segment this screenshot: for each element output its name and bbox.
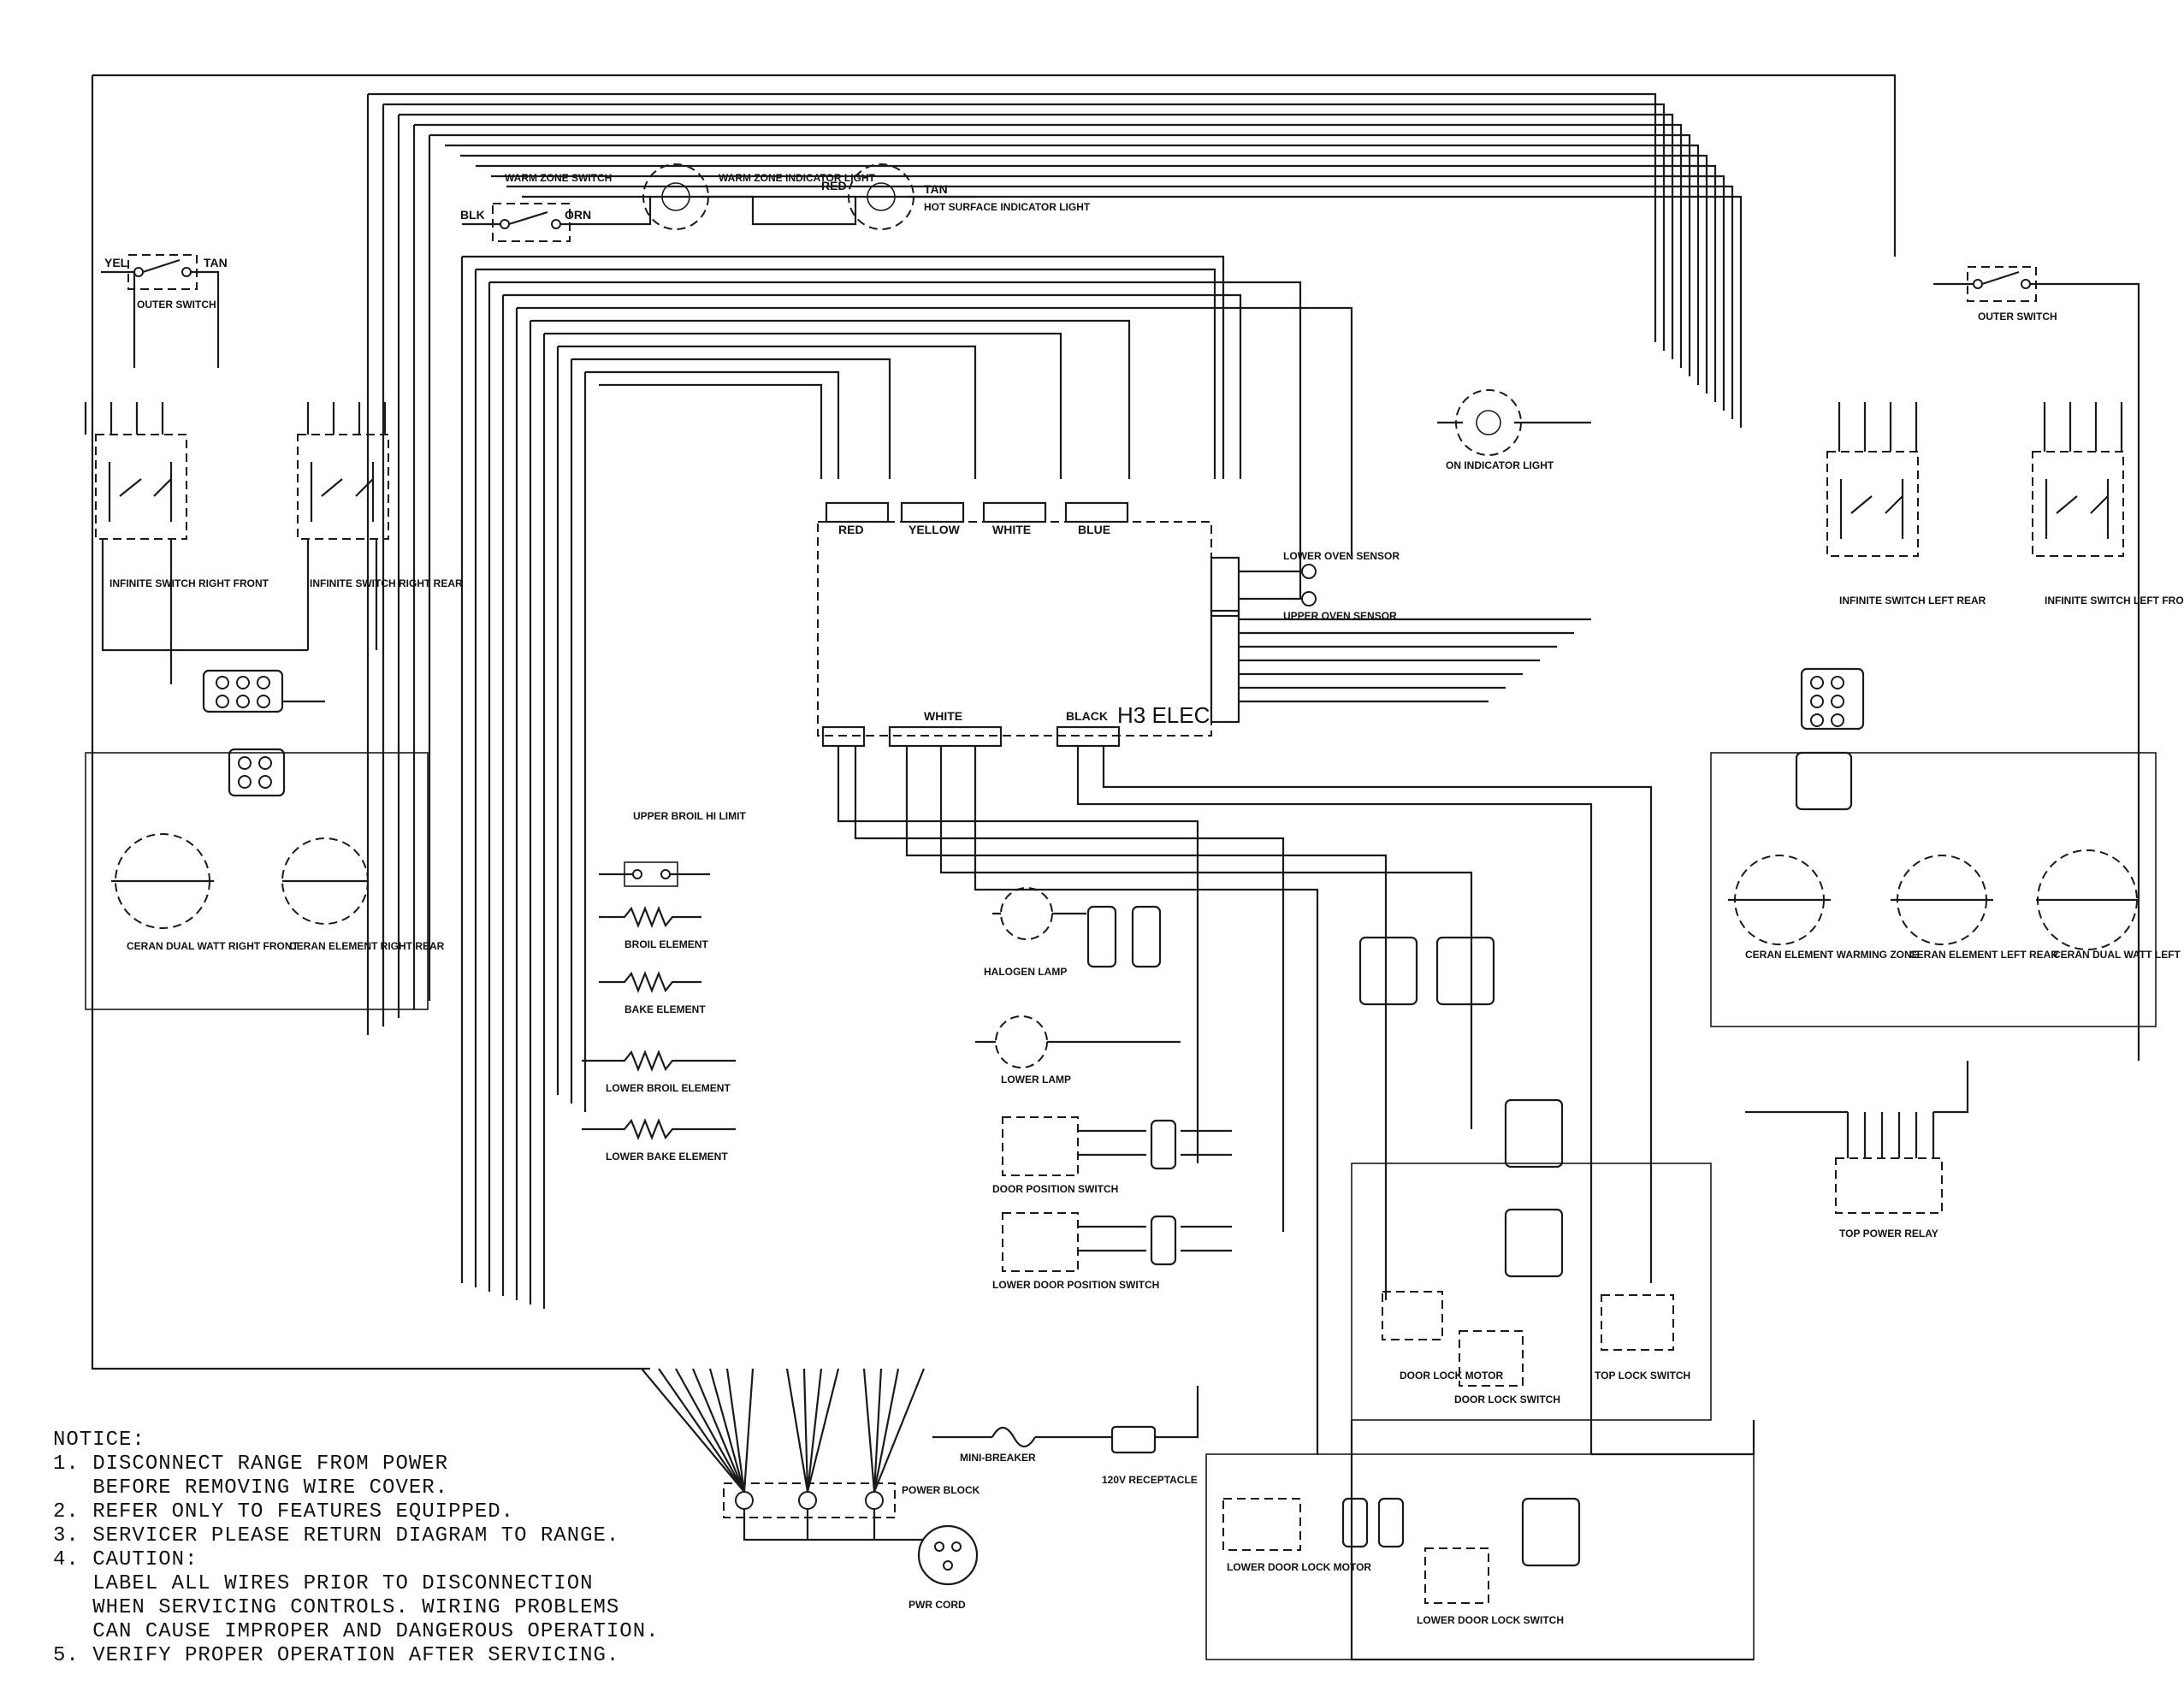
lower-door-lock-switch-label: LOWER DOOR LOCK SWITCH [1417, 1614, 1564, 1626]
connector-black: BLACK [1056, 709, 1121, 748]
electronic-control: RED YELLOW WHITE BLUE WHITE BLACK H3 ELE… [817, 501, 1591, 748]
infinite-switch-left-rear: INFINITE SWITCH LEFT REAR [1826, 402, 1986, 606]
door-lock-switch-label: DOOR LOCK SWITCH [1454, 1393, 1560, 1405]
wire-tan-label: TAN [924, 182, 948, 196]
notice-line: 2. REFER ONLY TO FEATURES EQUIPPED. [53, 1500, 515, 1524]
lower-broil-element-label: LOWER BROIL ELEMENT [606, 1082, 731, 1094]
lower-door-lock: LOWER DOOR LOCK MOTOR LOWER DOOR LOCK SW… [1205, 1453, 1755, 1660]
mini-breaker-label: MINI-BREAKER [960, 1452, 1036, 1464]
lower-lamp: LOWER LAMP [975, 1015, 1181, 1086]
elem-left-front-label: CERAN DUAL WATT LEFT FRONT [2053, 949, 2184, 961]
right-plug [1800, 667, 1865, 731]
left-plug [171, 648, 325, 713]
broil-element-label: BROIL ELEMENT [624, 938, 708, 950]
bake-element-label: BAKE ELEMENT [624, 1003, 706, 1015]
elem-right-rear-label: CERAN ELEMENT RIGHT REAR [289, 940, 445, 952]
connector-white-bottom-label: WHITE [924, 709, 962, 723]
elem-left-rear-label: CERAN ELEMENT LEFT REAR [1909, 949, 2058, 961]
outer-switch-right: OUTER SWITCH [1933, 266, 2140, 1061]
upper-broil-limit-label: UPPER BROIL HI LIMIT [633, 810, 746, 822]
right-element-group: CERAN ELEMENT WARMING ZONE CERAN ELEMENT… [1710, 751, 2184, 1027]
connector-white-bottom: WHITE [888, 709, 1003, 748]
infinite-switch-right-rear: INFINITE SWITCH RIGHT REAR [297, 402, 463, 650]
warm-zone-switch: WARM ZONE SWITCH BLK ORN [460, 172, 612, 242]
notice-line: 5. VERIFY PROPER OPERATION AFTER SERVICI… [53, 1644, 620, 1667]
notice-line: WHEN SERVICING CONTROLS. WIRING PROBLEMS [53, 1596, 620, 1619]
elem-right-front-label: CERAN DUAL WATT RIGHT FRONT [127, 940, 299, 952]
notice-title: NOTICE: [53, 1429, 145, 1452]
halogen-lamp: HALOGEN LAMP [984, 887, 1162, 978]
wire-tan-label: TAN [204, 256, 228, 269]
connector-blue: BLUE [1064, 501, 1129, 536]
connector-yellow-label: YELLOW [909, 523, 961, 536]
mini-breaker: MINI-BREAKER [932, 1426, 1112, 1464]
elem-warming-label: CERAN ELEMENT WARMING ZONE [1745, 949, 1919, 961]
lower-oven-sensor-label: LOWER OVEN SENSOR [1283, 550, 1400, 562]
left-element-group: CERAN DUAL WATT RIGHT FRONT CERAN ELEMEN… [85, 748, 445, 1010]
infinite-switch-right-front: INFINITE SWITCH RIGHT FRONT [84, 402, 269, 684]
receptacle: 120V RECEPTACLE [1102, 1386, 1199, 1486]
power-block: POWER BLOCK PWR CORD [641, 1368, 980, 1611]
door-lock-motor-label: DOOR LOCK MOTOR [1400, 1370, 1503, 1382]
outer-switch-left-label: OUTER SWITCH [137, 299, 216, 311]
lower-door-lock-motor-label: LOWER DOOR LOCK MOTOR [1227, 1561, 1371, 1573]
connector-blue-label: BLUE [1078, 523, 1110, 536]
pwr-cord-label: PWR CORD [909, 1599, 966, 1611]
connector-black-label: BLACK [1066, 709, 1108, 723]
wire-red-label: RED [821, 179, 847, 192]
connector-red: RED [825, 501, 890, 536]
halogen-lamp-label: HALOGEN LAMP [984, 966, 1067, 978]
wire-yel-label: YEL [104, 256, 128, 269]
outer-switch-right-label: OUTER SWITCH [1978, 311, 2057, 322]
top-lock-switch-label: TOP LOCK SWITCH [1595, 1370, 1690, 1382]
lower-door-position-switch-label: LOWER DOOR POSITION SWITCH [992, 1279, 1159, 1291]
connector-white: WHITE [982, 501, 1047, 536]
switch-left-rear-label: INFINITE SWITCH LEFT REAR [1839, 595, 1986, 606]
notice-line: 1. DISCONNECT RANGE FROM POWER [53, 1453, 449, 1476]
notice-line: LABEL ALL WIRES PRIOR TO DISCONNECTION [53, 1572, 594, 1595]
switch-left-front-label: INFINITE SWITCH LEFT FRONT [2045, 595, 2184, 606]
hot-surface-light: HOT SURFACE INDICATOR LIGHT RED TAN [821, 163, 1091, 230]
connector-yellow: YELLOW [900, 501, 965, 536]
notice-line: 4. CAUTION: [53, 1548, 198, 1571]
inner-harness [460, 255, 1353, 1309]
oven-elements: UPPER BROIL HI LIMIT BROIL ELEMENT BAKE … [582, 810, 746, 1163]
warm-zone-switch-label: WARM ZONE SWITCH [505, 172, 612, 184]
infinite-switch-left-front: INFINITE SWITCH LEFT FRONT [2032, 402, 2184, 606]
on-indicator-label: ON INDICATOR LIGHT [1446, 459, 1554, 471]
door-position-switch: DOOR POSITION SWITCH [992, 1116, 1232, 1195]
wire-blk-label: BLK [460, 208, 485, 222]
warm-zone-light: WARM ZONE INDICATOR LIGHT [599, 163, 876, 230]
lower-lamp-label: LOWER LAMP [1001, 1074, 1071, 1086]
hot-surface-light-label: HOT SURFACE INDICATOR LIGHT [924, 201, 1091, 213]
on-indicator-light: ON INDICATOR LIGHT [1437, 389, 1591, 471]
switch-right-front-label: INFINITE SWITCH RIGHT FRONT [109, 577, 269, 589]
power-block-label: POWER BLOCK [902, 1484, 980, 1496]
notice-line: 3. SERVICER PLEASE RETURN DIAGRAM TO RAN… [53, 1524, 620, 1547]
notice-block: NOTICE: 1. DISCONNECT RANGE FROM POWER B… [53, 1429, 823, 1668]
connector-white-label: WHITE [992, 523, 1031, 536]
connector-red-label: RED [838, 523, 864, 536]
notice-line: CAN CAUSE IMPROPER AND DANGEROUS OPERATI… [53, 1620, 660, 1643]
top-power-relay-label: TOP POWER RELAY [1839, 1228, 1938, 1240]
door-lock-area: DOOR LOCK MOTOR DOOR LOCK SWITCH TOP LOC… [1351, 936, 1712, 1421]
switch-right-rear-label: INFINITE SWITCH RIGHT REAR [310, 577, 463, 589]
wire-orn-label: ORN [565, 208, 591, 222]
receptacle-label: 120V RECEPTACLE [1102, 1474, 1198, 1486]
lower-door-position-switch: LOWER DOOR POSITION SWITCH [992, 1212, 1232, 1291]
top-power-relay: TOP POWER RELAY [1745, 1061, 1969, 1240]
door-position-switch-label: DOOR POSITION SWITCH [992, 1183, 1118, 1195]
misc-wires [837, 746, 1755, 1661]
warm-zone-light-label: WARM ZONE INDICATOR LIGHT [719, 172, 876, 184]
control-label: H3 ELEC [1117, 702, 1210, 728]
notice-line: BEFORE REMOVING WIRE COVER. [53, 1476, 449, 1500]
outer-switch-left: OUTER SWITCH YEL TAN [101, 254, 228, 368]
lower-bake-element-label: LOWER BAKE ELEMENT [606, 1151, 728, 1163]
